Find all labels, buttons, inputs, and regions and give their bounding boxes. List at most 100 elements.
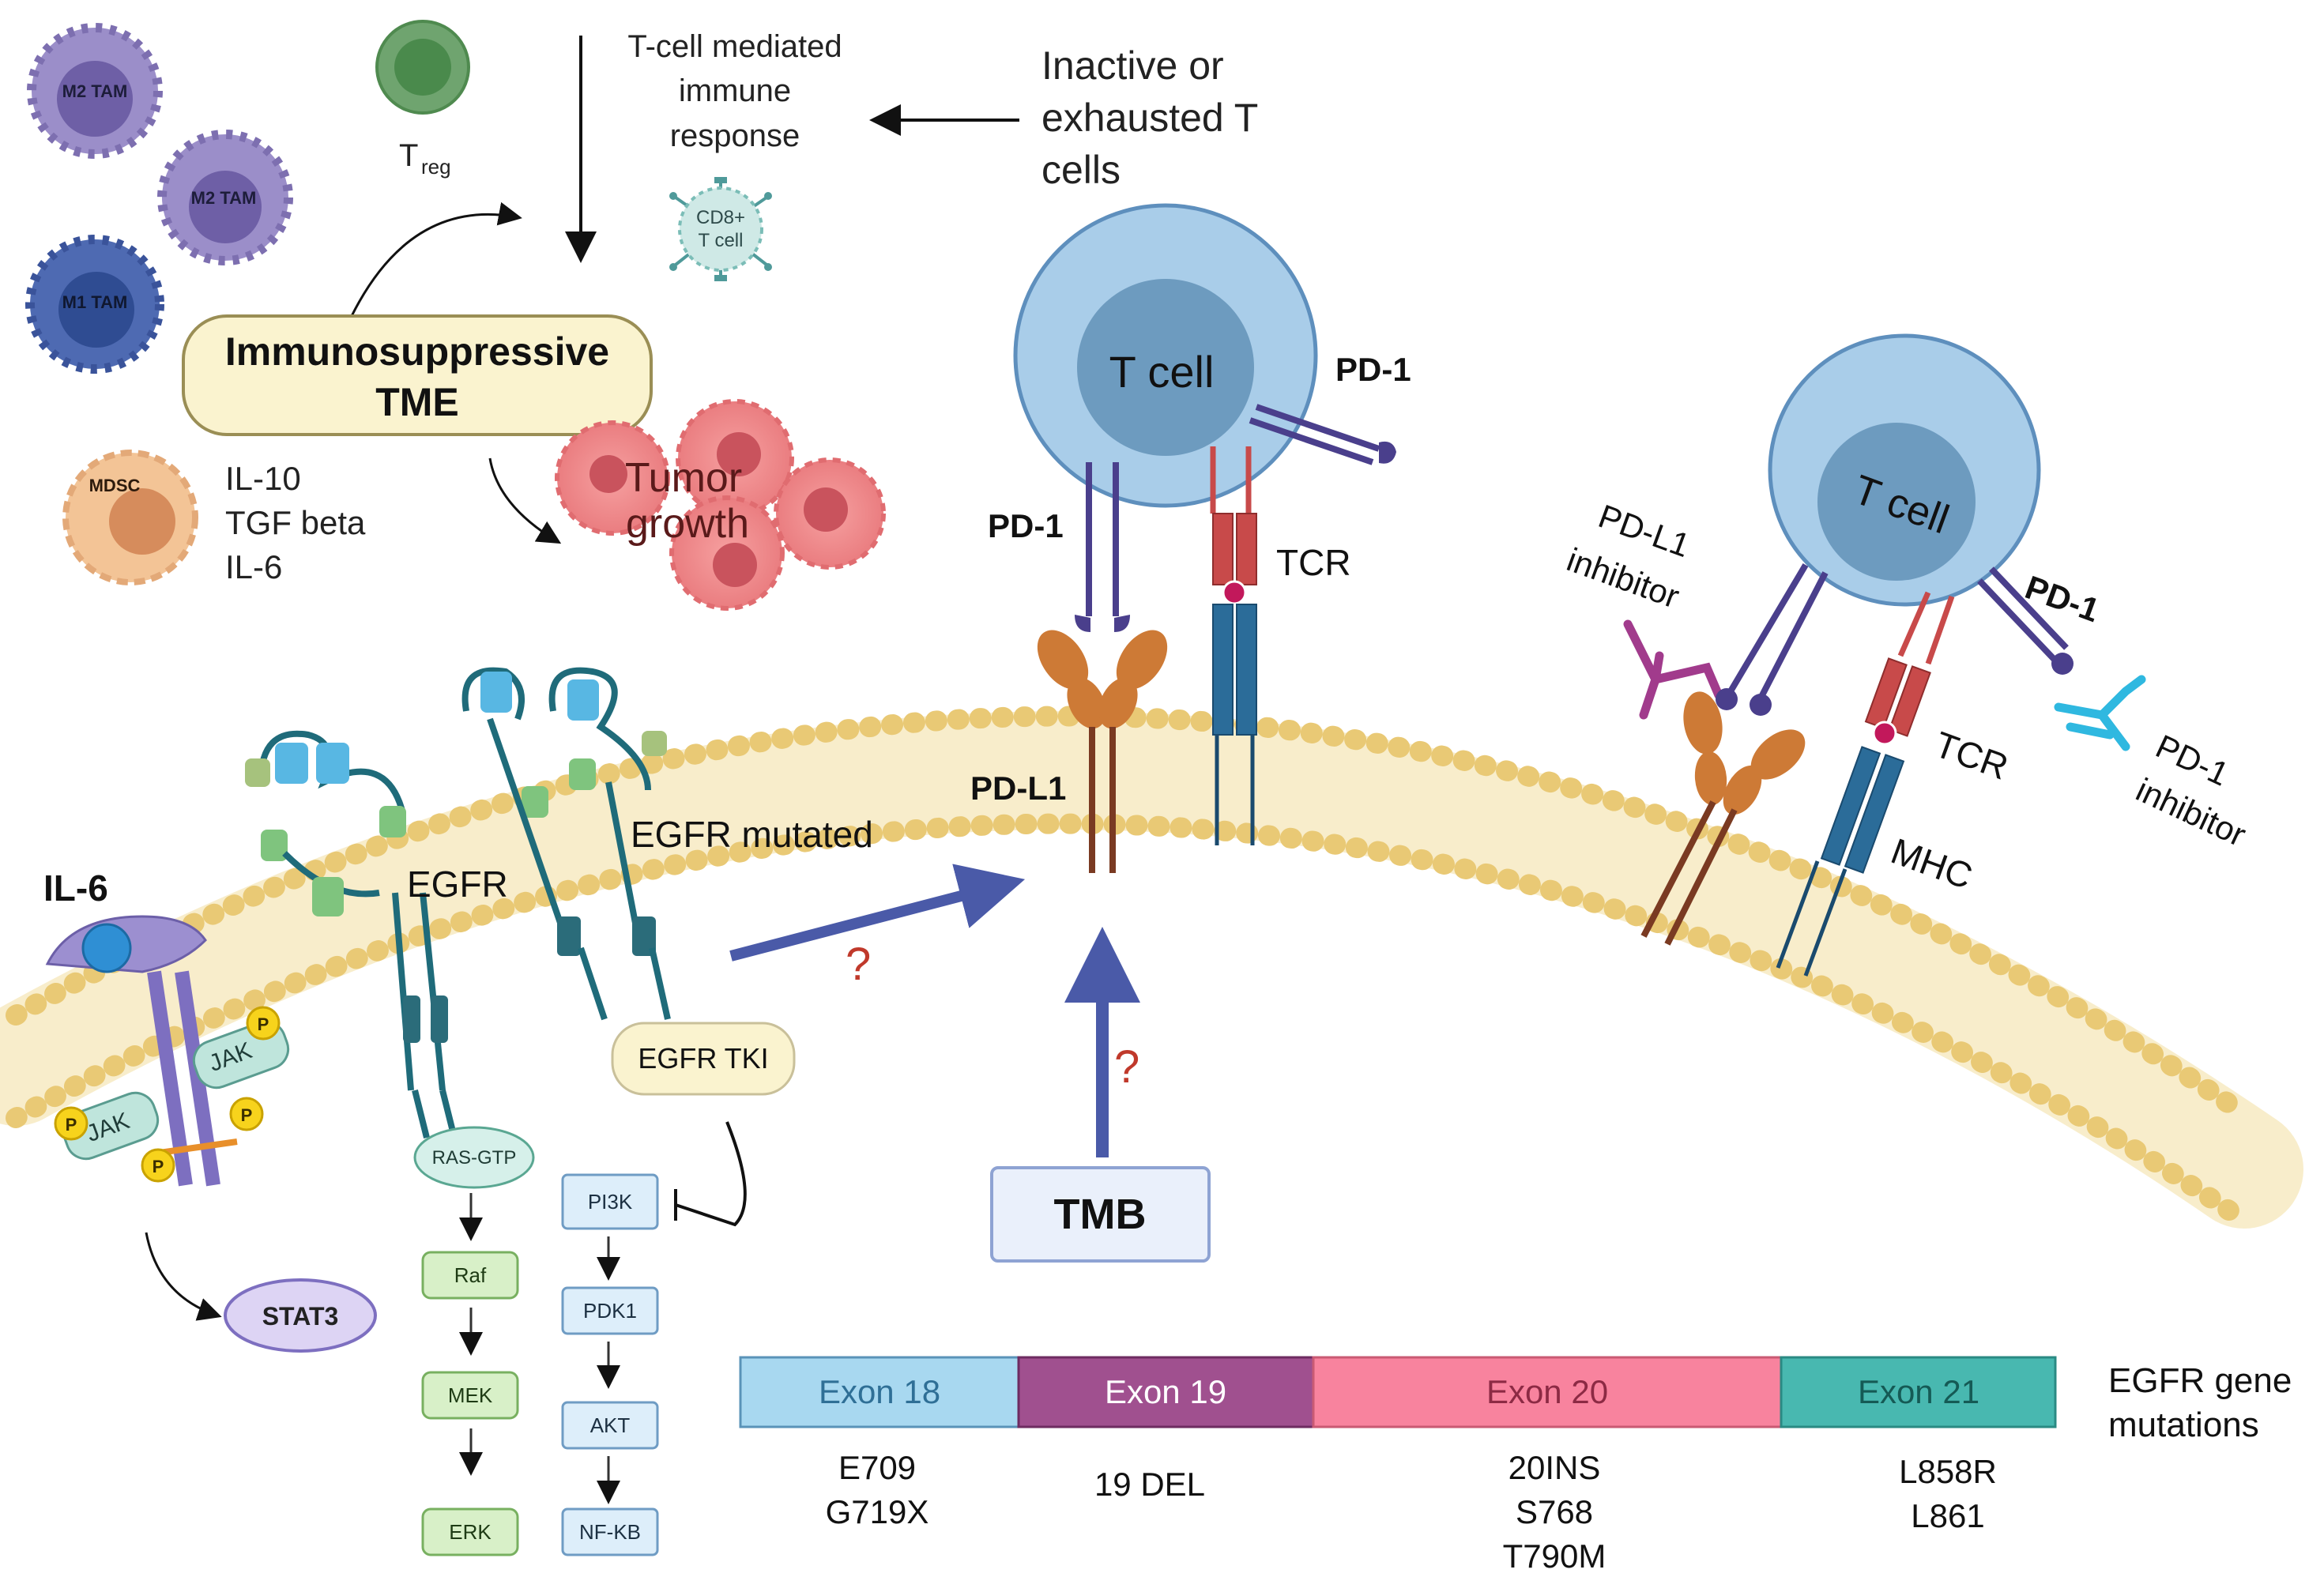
- svg-text:T-cell mediated: T-cell mediated: [627, 29, 842, 64]
- svg-text:Exon 21: Exon 21: [1858, 1373, 1979, 1410]
- akt-node: [561, 1401, 659, 1450]
- exon-21-mutations: L858R L861: [1899, 1453, 1997, 1534]
- immunosuppressive-tme-box: Immunosuppressive TME: [182, 314, 653, 436]
- svg-text:P: P: [258, 1014, 269, 1034]
- pdl1-label: PD-L1: [970, 770, 1066, 807]
- arrow-to-stat3: [145, 1232, 222, 1321]
- mdsc-label: MDSC: [89, 476, 141, 495]
- svg-text:RAS-GTP: RAS-GTP: [432, 1147, 517, 1169]
- egfr-to-pdl1-arrow: [729, 864, 1026, 962]
- tumor-cells: Tumor growth: [555, 399, 886, 611]
- treg-cell: T reg: [375, 20, 470, 179]
- tcell-1: T cell: [1013, 203, 1318, 508]
- svg-text:G719X: G719X: [826, 1493, 929, 1530]
- pd1-label-b: PD-1: [988, 507, 1064, 544]
- exon-21-segment: [1780, 1356, 2057, 1428]
- pd1-label-c: PD-1: [2021, 568, 2104, 629]
- treg-subscript: reg: [421, 155, 451, 179]
- svg-text:MEK: MEK: [448, 1383, 493, 1407]
- svg-text:immune: immune: [679, 73, 791, 108]
- svg-text:exhausted T: exhausted T: [1041, 96, 1258, 140]
- m2-tam-label-2: M2 TAM: [191, 188, 257, 208]
- m2-tam-label-1: M2 TAM: [62, 81, 128, 101]
- exon-18-mutations: E709 G719X: [826, 1449, 929, 1530]
- pdl1-inhibitor-antibody: [1623, 619, 1723, 720]
- cd8-tcell: CD8+ T cell: [669, 177, 772, 281]
- il6-receptor: IL-6: [43, 868, 238, 1187]
- tcr-mhc-complex-1: TCR: [1210, 446, 1351, 845]
- svg-text:IL-6: IL-6: [225, 548, 282, 585]
- svg-text:20INS: 20INS: [1509, 1449, 1601, 1486]
- tcr-label-2: TCR: [1930, 724, 2014, 788]
- jak-2: JAK: [62, 1091, 160, 1161]
- svg-text:L861: L861: [1911, 1497, 1984, 1534]
- nfkb-node: [561, 1507, 659, 1556]
- svg-text:Exon 19: Exon 19: [1105, 1373, 1226, 1410]
- svg-text:T790M: T790M: [1503, 1537, 1606, 1575]
- svg-text:E709: E709: [838, 1449, 916, 1486]
- exon-bar: Exon 18 Exon 19 Exon 20 Exon 21: [739, 1356, 2057, 1428]
- egfr-mutated-receptor: EGFR mutated: [461, 667, 873, 1021]
- egfr-tki-node: EGFR TKI: [611, 1022, 796, 1096]
- exon-20-mutations: 20INS S768 T790M: [1503, 1449, 1606, 1575]
- svg-text:cells: cells: [1041, 148, 1121, 192]
- raf-node: [421, 1251, 519, 1300]
- exon-19-segment: [1017, 1356, 1315, 1428]
- svg-text:Raf: Raf: [454, 1263, 487, 1287]
- svg-text:Exon 20: Exon 20: [1486, 1373, 1608, 1410]
- cd8-label-2: T cell: [699, 230, 744, 251]
- egfr-label: EGFR: [407, 864, 508, 905]
- svg-text:ERK: ERK: [449, 1520, 492, 1544]
- svg-text:IL-10: IL-10: [225, 460, 301, 497]
- curved-arrow-to-treg: [350, 201, 522, 317]
- svg-text:TME: TME: [375, 380, 459, 424]
- ras-gtp-node: [413, 1126, 535, 1189]
- tmb-box: TMB: [990, 1166, 1211, 1263]
- svg-text:S768: S768: [1516, 1493, 1593, 1530]
- tcell-response-label: T-cell mediated immune response: [627, 29, 842, 153]
- cd8-label-1: CD8+: [696, 207, 745, 228]
- svg-text:PDK1: PDK1: [583, 1299, 637, 1323]
- exon-19-mutations: 19 DEL: [1094, 1466, 1205, 1503]
- tcell-2: T cell: [1768, 333, 2041, 607]
- svg-text:Immunosuppressive: Immunosuppressive: [225, 329, 609, 374]
- treg-label: T: [399, 138, 418, 173]
- egfr-receptor: EGFR: [245, 730, 508, 1138]
- tumor-label-2: growth: [626, 501, 749, 547]
- svg-text:inhibitor: inhibitor: [2130, 771, 2251, 854]
- pd1-receptor-right: PD-1: [1249, 351, 1411, 465]
- svg-text:L858R: L858R: [1899, 1453, 1997, 1490]
- svg-text:Exon 18: Exon 18: [819, 1373, 940, 1410]
- tki-inhibition-line: [675, 1121, 747, 1227]
- pd1-inhibitor-antibody: [2054, 675, 2146, 751]
- arrow-to-tumor: [488, 457, 562, 544]
- pi3k-pathway: PI3K PDK1 AKT NF-KB: [561, 1173, 659, 1556]
- erk-node: [421, 1507, 519, 1556]
- phosphate-groups: P P P P: [54, 1006, 281, 1183]
- svg-text:19 DEL: 19 DEL: [1094, 1466, 1205, 1503]
- m2-tam-cell-1: M2 TAM: [27, 23, 163, 159]
- exon-20-segment: [1312, 1356, 1783, 1428]
- pdl1-ligand: PD-L1: [970, 630, 1168, 873]
- cytokine-list: IL-10 TGF beta IL-6: [225, 460, 366, 585]
- svg-text:EGFR gene: EGFR gene: [2108, 1361, 2292, 1400]
- pi3k-node: [561, 1173, 659, 1230]
- svg-text:P: P: [66, 1115, 77, 1135]
- egfr-gene-mutations-legend: EGFR gene mutations: [2108, 1361, 2292, 1444]
- svg-text:STAT3: STAT3: [262, 1302, 339, 1330]
- tumor-label-1: Tumor: [625, 455, 742, 501]
- svg-text:AKT: AKT: [590, 1413, 631, 1437]
- tcell-1-label: T cell: [1109, 347, 1215, 397]
- pd1-label-a: PD-1: [1335, 351, 1411, 388]
- egfr-mutated-label: EGFR mutated: [631, 814, 873, 855]
- svg-text:P: P: [241, 1105, 253, 1125]
- mdsc-cell: MDSC: [62, 450, 198, 585]
- il6-label: IL-6: [43, 868, 108, 909]
- svg-text:TGF beta: TGF beta: [225, 504, 366, 541]
- m1-tam-label: M1 TAM: [62, 292, 128, 312]
- inactive-tcells-label: Inactive or exhausted T cells: [1041, 43, 1258, 192]
- pd1-receptor-left: PD-1: [988, 462, 1130, 632]
- question-mark-1: ?: [846, 939, 871, 990]
